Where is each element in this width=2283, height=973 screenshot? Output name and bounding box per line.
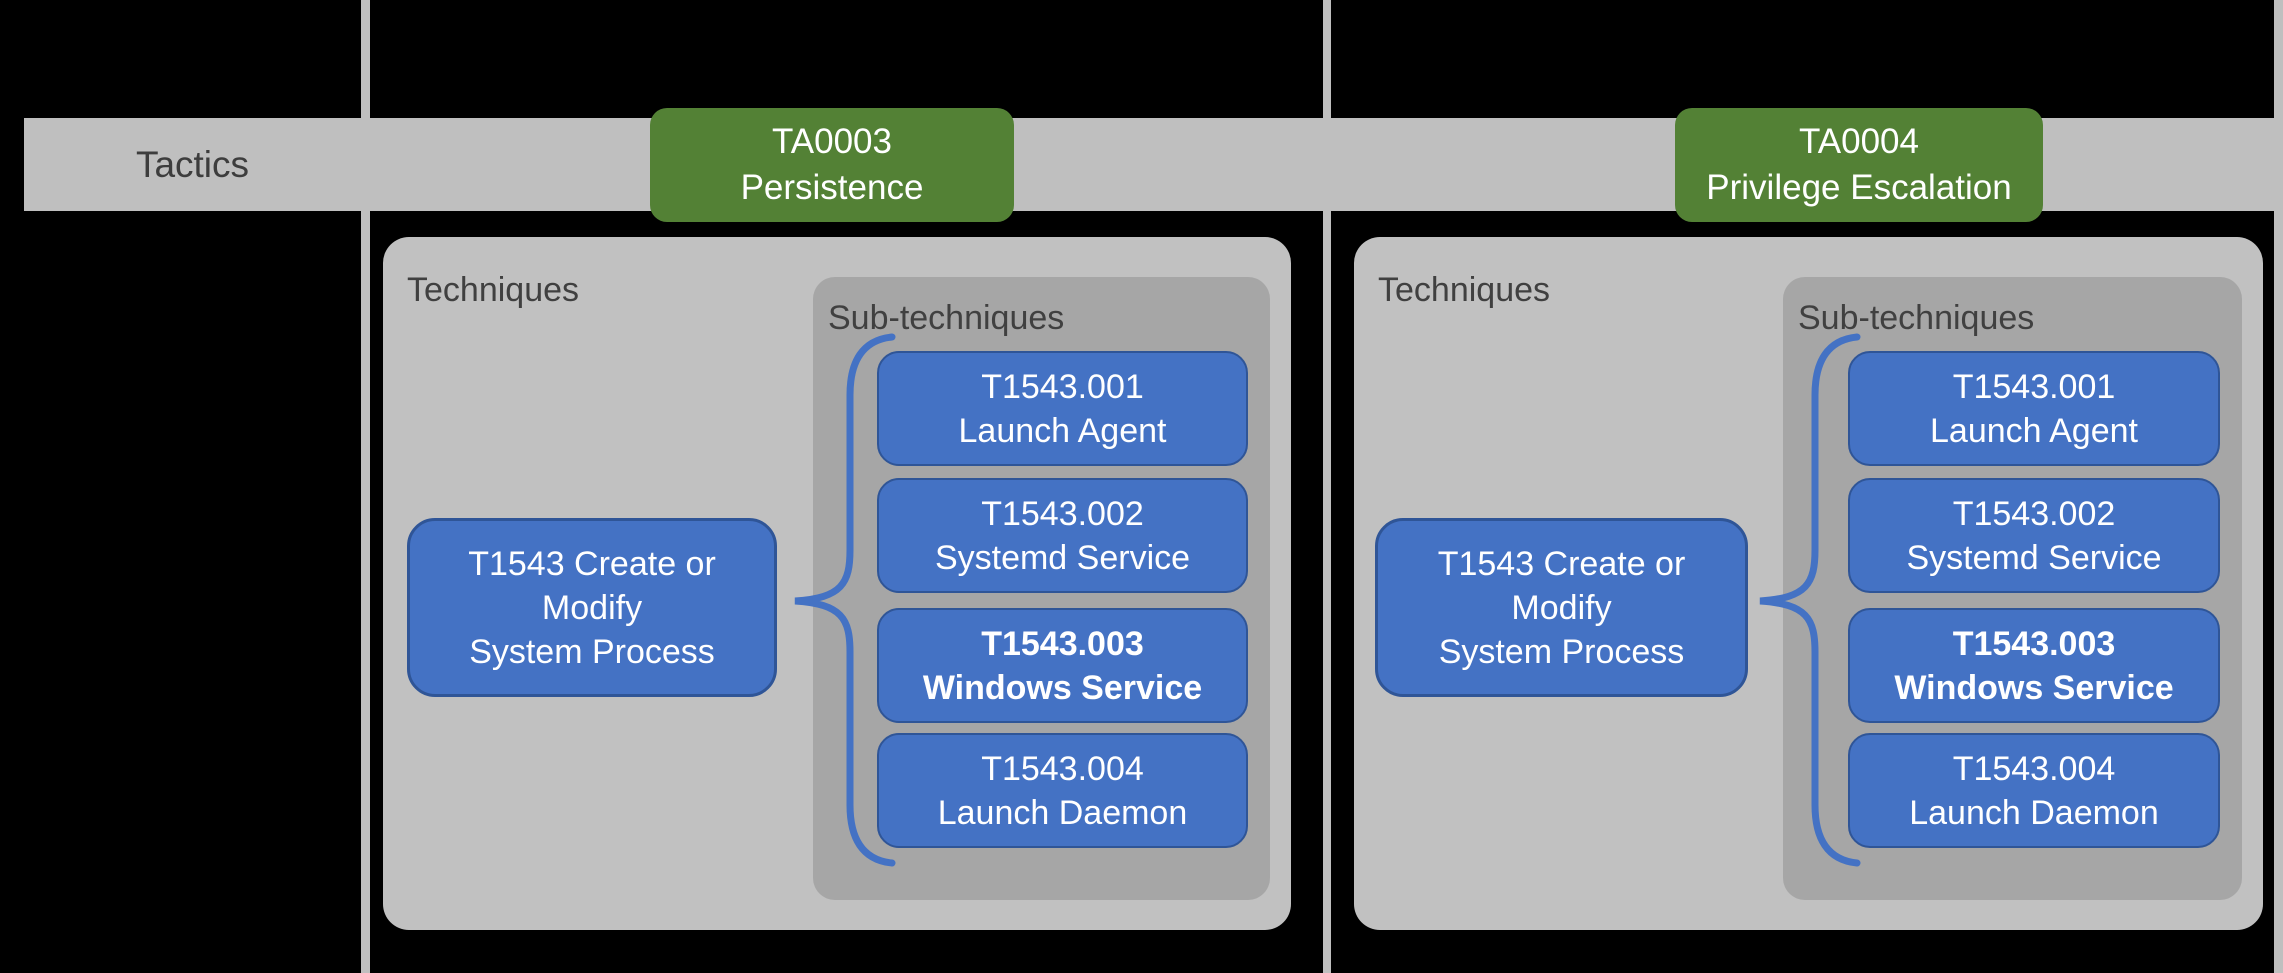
separator-line-middle <box>1323 0 1331 973</box>
separator-line-left <box>361 0 370 973</box>
subtechniques-panel-label: Sub-techniques <box>1798 299 2035 337</box>
subtechnique-box-t1543-003-left: T1543.003 Windows Service <box>877 608 1248 723</box>
separator-line-right <box>2274 0 2283 973</box>
subtechniques-panel-label: Sub-techniques <box>828 299 1065 337</box>
tactic-badge-ta0004: TA0004 Privilege Escalation <box>1675 108 2043 222</box>
techniques-panel-label: Techniques <box>407 271 580 309</box>
technique-box-t1543-left: T1543 Create or Modify System Process <box>407 518 777 697</box>
subtechnique-box-t1543-004-right: T1543.004 Launch Daemon <box>1848 733 2220 848</box>
tactic-badge-ta0003: TA0003 Persistence <box>650 108 1014 222</box>
subtechnique-box-t1543-002-left: T1543.002 Systemd Service <box>877 478 1248 593</box>
subtechnique-box-t1543-004-left: T1543.004 Launch Daemon <box>877 733 1248 848</box>
subtechnique-box-t1543-001-left: T1543.001 Launch Agent <box>877 351 1248 466</box>
tactics-label: Tactics <box>135 143 250 185</box>
technique-box-t1543-right: T1543 Create or Modify System Process <box>1375 518 1748 697</box>
techniques-panel-label: Techniques <box>1378 271 1551 309</box>
subtechnique-box-t1543-002-right: T1543.002 Systemd Service <box>1848 478 2220 593</box>
subtechnique-box-t1543-001-right: T1543.001 Launch Agent <box>1848 351 2220 466</box>
subtechnique-box-t1543-003-right: T1543.003 Windows Service <box>1848 608 2220 723</box>
